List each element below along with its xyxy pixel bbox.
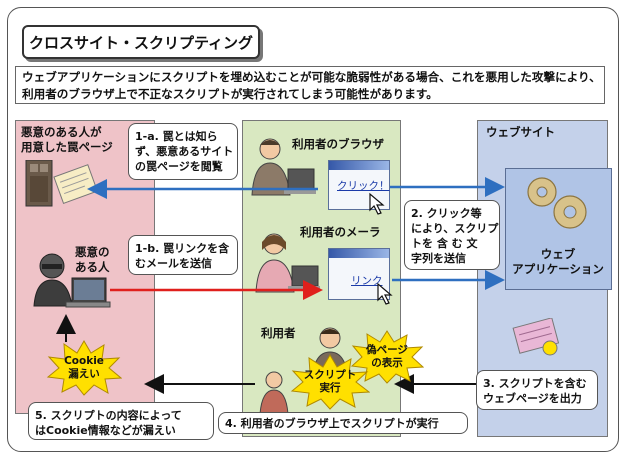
- step-2-bubble: 2. クリック等 により、スクリプ トを 含 む 文 字列を送信: [404, 200, 500, 270]
- description-line-2: 利用者のブラウザ上で不正なスクリプトが実行されてしまう可能性があります。: [22, 87, 438, 101]
- trap-page-icon: [25, 160, 99, 207]
- step-1b-bubble: 1-b. 罠リンクを含 むメールを送信: [128, 235, 238, 275]
- attacker-label: 悪意の ある人: [75, 245, 110, 274]
- mailer-label: 利用者のメーラ: [300, 225, 381, 239]
- step-5-bubble: 5. スクリプトの内容によって はCookie情報などが漏えい: [28, 402, 214, 440]
- web-application-box: [505, 168, 612, 290]
- user-browsing-icon: [251, 138, 316, 196]
- mail-link[interactable]: リンク: [351, 275, 383, 287]
- attacker-icon: [33, 253, 111, 308]
- cursor-icon: [369, 192, 385, 215]
- step-3-bubble: 3. スクリプトを含む ウェブページを出力: [476, 370, 598, 410]
- diagram-title: クロスサイト・スクリプティング: [22, 25, 260, 59]
- step-1a-bubble: 1-a. 罠とは知ら ず、悪意あるサイト の罠ページを閲覧: [128, 123, 238, 180]
- cursor-icon: [377, 282, 393, 305]
- browser-window: クリック！: [328, 160, 390, 210]
- user-script-icon: [259, 371, 289, 415]
- fake-page-burst: 偽ページの表示: [350, 330, 424, 384]
- description-box: ウェブアプリケーションにスクリプトを埋め込むことが可能な脆弱性がある場合、これを…: [15, 66, 605, 104]
- trap-link[interactable]: クリック！: [337, 180, 390, 192]
- trap-page-label: 悪意のある人が 用意した罠ページ: [21, 125, 113, 154]
- gears-icon: [527, 177, 587, 229]
- step-4-bubble: 4. 利用者のブラウザ上でスクリプトが実行: [218, 412, 468, 434]
- script-page-icon: [512, 318, 560, 356]
- description-line-1: ウェブアプリケーションにスクリプトを埋め込むことが可能な脆弱性がある場合、これを…: [22, 70, 601, 84]
- web-application-label: ウェブ アプリケーション: [512, 247, 604, 276]
- website-label: ウェブサイト: [486, 125, 555, 139]
- user-label: 利用者: [261, 326, 296, 340]
- script-exec-burst: スクリプト実行: [290, 354, 370, 410]
- browser-label: 利用者のブラウザ: [292, 137, 384, 151]
